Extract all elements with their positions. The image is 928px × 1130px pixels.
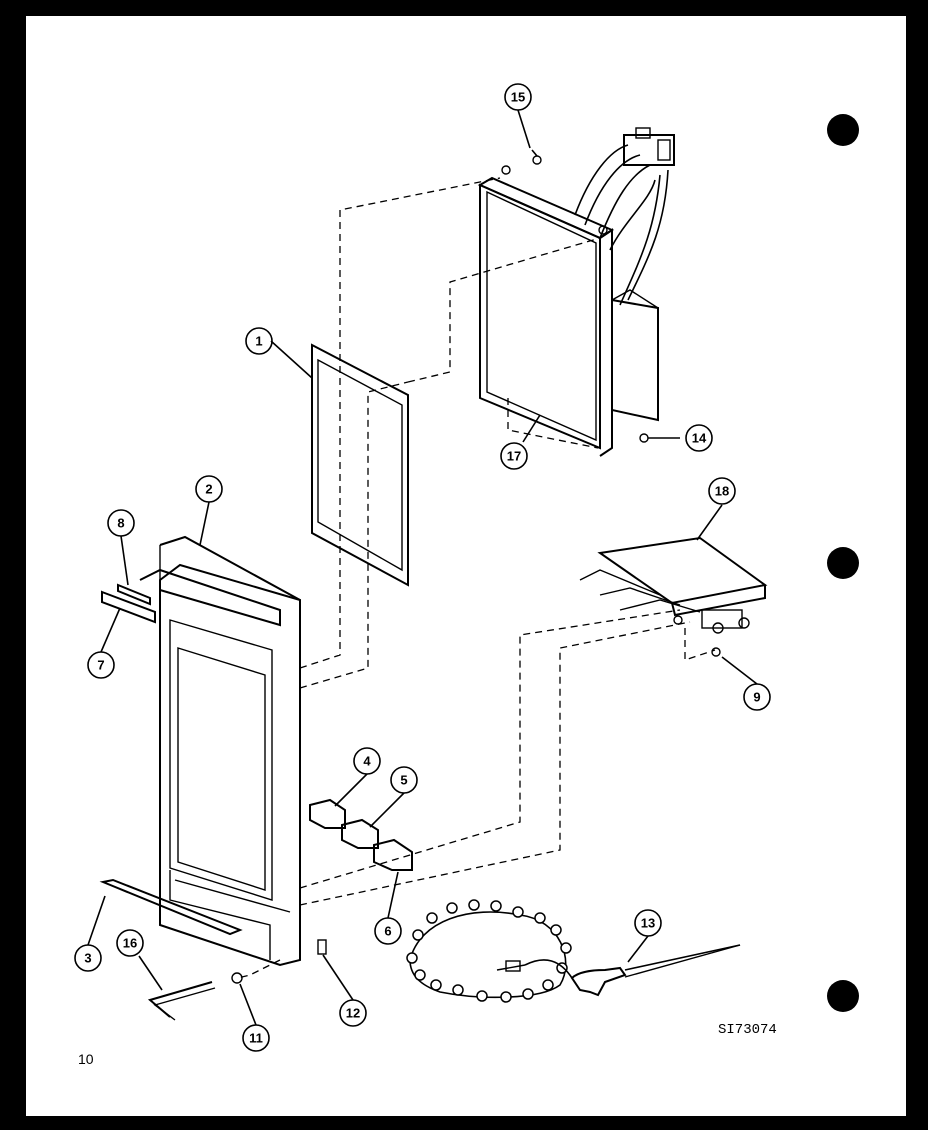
screw-part-9 (711, 647, 721, 657)
callout-18: 18 (708, 477, 736, 505)
binder-hole-middle (827, 547, 859, 579)
trim-strip-part-7 (101, 590, 156, 624)
door-frame-part-2 (139, 535, 301, 967)
callout-label-5: 5 (400, 773, 407, 788)
callout-label-4: 4 (363, 754, 371, 769)
callout-label-13: 13 (641, 916, 655, 931)
callout-label-7: 7 (97, 658, 104, 673)
callout-11: 11 (242, 1024, 270, 1052)
bottom-trim-part-3 (99, 878, 243, 936)
probe-cord-bead (476, 990, 488, 1002)
callout-1: 1 (245, 327, 273, 355)
callout-2: 2 (195, 475, 223, 503)
callout-3: 3 (74, 944, 102, 972)
callout-label-15: 15 (511, 90, 525, 105)
allen-wrench-part-16 (147, 981, 216, 1021)
temperature-probe-part-13 (406, 899, 741, 1003)
callout-label-3: 3 (84, 951, 91, 966)
screw-part-14 (639, 433, 680, 443)
probe-cord-bead (412, 929, 424, 941)
block-part-4 (309, 798, 346, 829)
callout-13: 13 (634, 909, 662, 937)
block-part-5 (341, 818, 379, 849)
alignment-lines (237, 177, 716, 979)
screw-part-15 (531, 149, 542, 165)
callout-label-16: 16 (123, 936, 137, 951)
probe-cord-bead (446, 902, 458, 914)
page-number: 10 (78, 1051, 94, 1067)
switch-plate-part-18 (579, 536, 768, 634)
callout-7: 7 (87, 651, 115, 679)
callout-label-2: 2 (205, 482, 212, 497)
callout-16: 16 (116, 929, 144, 957)
probe-cord-bead (542, 979, 554, 991)
callout-6: 6 (374, 917, 402, 945)
probe-cord-bead (426, 912, 438, 924)
callout-label-18: 18 (715, 484, 729, 499)
probe-cord-bead (490, 900, 502, 912)
control-box-part-17 (477, 127, 675, 457)
probe-cord-bead (468, 899, 480, 911)
drawing-code: SI73074 (718, 1022, 777, 1038)
probe-cord-bead (522, 988, 534, 1000)
parts-diagram-sheet (26, 16, 906, 1116)
callout-9: 9 (743, 683, 771, 711)
callout-label-12: 12 (346, 1006, 360, 1021)
callout-label-17: 17 (507, 449, 521, 464)
leader-lines (87, 109, 758, 1026)
callout-label-11: 11 (249, 1031, 263, 1046)
callout-group: 1 2 3 4 5 6 7 8 9 11 12 13 14 15 16 17 1… (74, 83, 771, 1052)
probe-cord-bead (406, 952, 418, 964)
callout-15: 15 (504, 83, 532, 111)
probe-cord-bead (560, 942, 572, 954)
probe-cord-bead (452, 984, 464, 996)
callout-8: 8 (107, 509, 135, 537)
callout-label-8: 8 (117, 516, 124, 531)
callout-17: 17 (500, 442, 528, 470)
block-part-6 (373, 838, 413, 871)
callout-4: 4 (353, 747, 381, 775)
callout-label-6: 6 (384, 924, 391, 939)
probe-cord-bead (512, 906, 524, 918)
probe-cord-bead (430, 979, 442, 991)
probe-cord-bead (500, 991, 512, 1003)
probe-cord-bead (414, 969, 426, 981)
screw-part-11 (231, 972, 243, 984)
probe-cord-bead (550, 924, 562, 936)
binder-hole-bottom (827, 980, 859, 1012)
callout-label-14: 14 (692, 431, 707, 446)
probe-cord-bead (534, 912, 546, 924)
window-gasket-part-1 (311, 343, 409, 587)
binder-hole-top (827, 114, 859, 146)
callout-label-9: 9 (753, 690, 760, 705)
callout-label-1: 1 (255, 334, 262, 349)
callout-12: 12 (339, 999, 367, 1027)
trim-strip-part-8 (117, 583, 151, 606)
callout-14: 14 (685, 424, 713, 452)
callout-5: 5 (390, 766, 418, 794)
clip-part-12 (317, 939, 327, 955)
